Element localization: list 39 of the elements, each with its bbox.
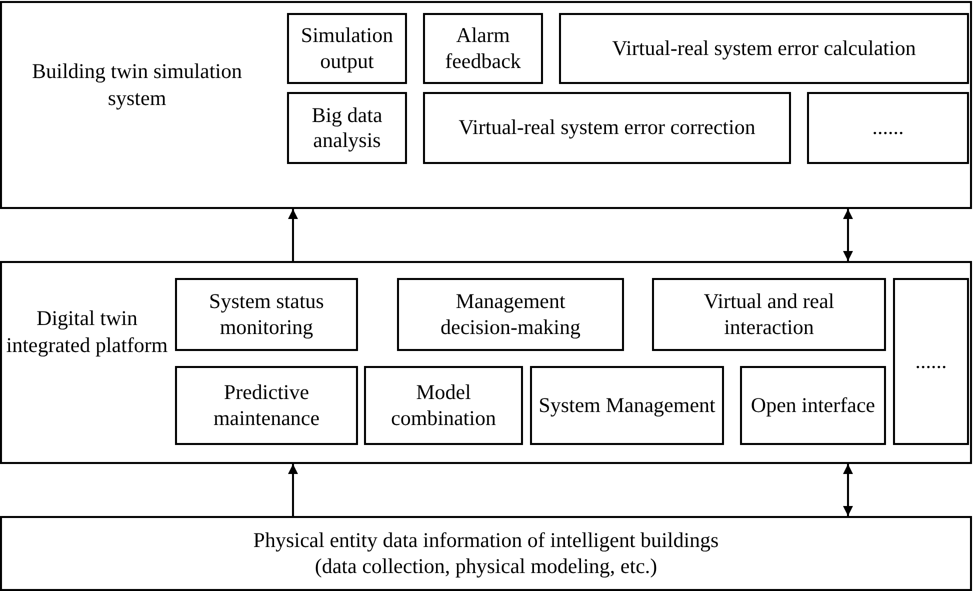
box-label: Virtual-real system error correction (458, 115, 756, 141)
box-label: ...... (871, 115, 905, 141)
function-box (652, 278, 886, 351)
box-label: Alarm feedback (444, 23, 522, 74)
box-label: Virtual and real interaction (702, 289, 836, 340)
layer-panel (0, 1, 972, 209)
layer-box (0, 516, 972, 591)
function-box (559, 13, 969, 84)
arrow (843, 209, 853, 261)
function-box (740, 366, 886, 445)
box-text: (data collection, physical modeling, etc.) (314, 554, 658, 579)
box-text: Physical entity data information of intelligent buildings (252, 528, 720, 554)
box-label: Model combination (390, 380, 497, 431)
function-box (530, 366, 724, 445)
function-box (175, 278, 358, 351)
function-box (423, 13, 543, 84)
box-label: ...... (914, 348, 948, 374)
function-box (287, 92, 407, 164)
box-label: Management decision-making (440, 289, 582, 340)
function-box (807, 92, 969, 164)
arrow (843, 464, 853, 516)
layer-title: Digital twin integrated platform (5, 305, 169, 360)
box-label: Virtual-real system error calculation (611, 36, 917, 62)
function-box (175, 366, 358, 445)
box-label: Predictive maintenance (212, 380, 321, 431)
box-label: System status monitoring (208, 289, 325, 340)
box-label: Big data analysis (310, 102, 384, 154)
function-box (397, 278, 624, 351)
function-box (893, 278, 969, 445)
layer-title: Building twin simulation system (32, 58, 242, 112)
box-label: Simulation output (300, 23, 394, 74)
box-label: Open interface (750, 392, 876, 418)
arrow (288, 209, 298, 261)
function-box (423, 92, 791, 164)
layer-panel (0, 261, 972, 464)
box-label: System Management (538, 392, 716, 418)
function-box (364, 366, 523, 445)
function-box (287, 13, 407, 84)
arrow (288, 464, 298, 516)
